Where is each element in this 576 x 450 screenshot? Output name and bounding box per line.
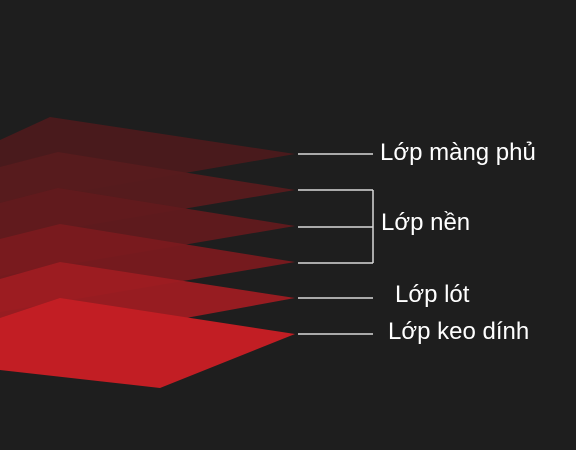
- adhesive-layer-plate: [0, 298, 295, 388]
- adhesive-label: Lớp keo dính: [388, 318, 530, 345]
- base-layer-label: Lớp nền: [381, 209, 471, 236]
- base-layer-bracket: [298, 189, 374, 264]
- primer-label: Lớp lót: [395, 281, 470, 308]
- coverlay-label: Lớp màng phủ: [380, 139, 536, 166]
